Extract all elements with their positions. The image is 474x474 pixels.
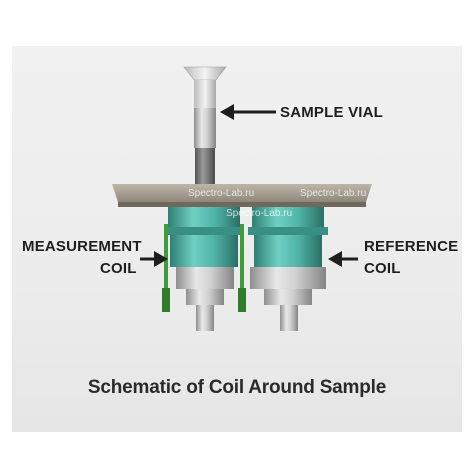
arrow-sample-vial: [220, 104, 276, 120]
measurement-coil-label-line1: MEASUREMENT: [22, 238, 142, 255]
measurement-coil: [162, 207, 246, 331]
sample-vial: [183, 66, 227, 184]
watermark: Spectro-Lab.ru: [226, 208, 293, 219]
figure-caption: Schematic of Coil Around Sample: [87, 377, 387, 398]
coil-wire-right: [240, 224, 244, 312]
reference-coil-label-line2: COIL: [364, 260, 401, 277]
watermark: Spectro-Lab.ru: [188, 188, 255, 199]
measurement-coil-label-line2: COIL: [100, 260, 137, 277]
arrow-measurement-coil: [140, 251, 168, 267]
reference-coil-label-line1: REFERENCE: [364, 238, 459, 255]
arrow-reference-coil: [328, 251, 358, 267]
reference-coil: [248, 207, 328, 331]
sample-vial-label: SAMPLE VIAL: [280, 104, 384, 121]
watermark: Spectro-Lab.ru: [300, 188, 367, 199]
coil-wire-left: [164, 224, 168, 312]
mounting-plate: [112, 184, 372, 207]
